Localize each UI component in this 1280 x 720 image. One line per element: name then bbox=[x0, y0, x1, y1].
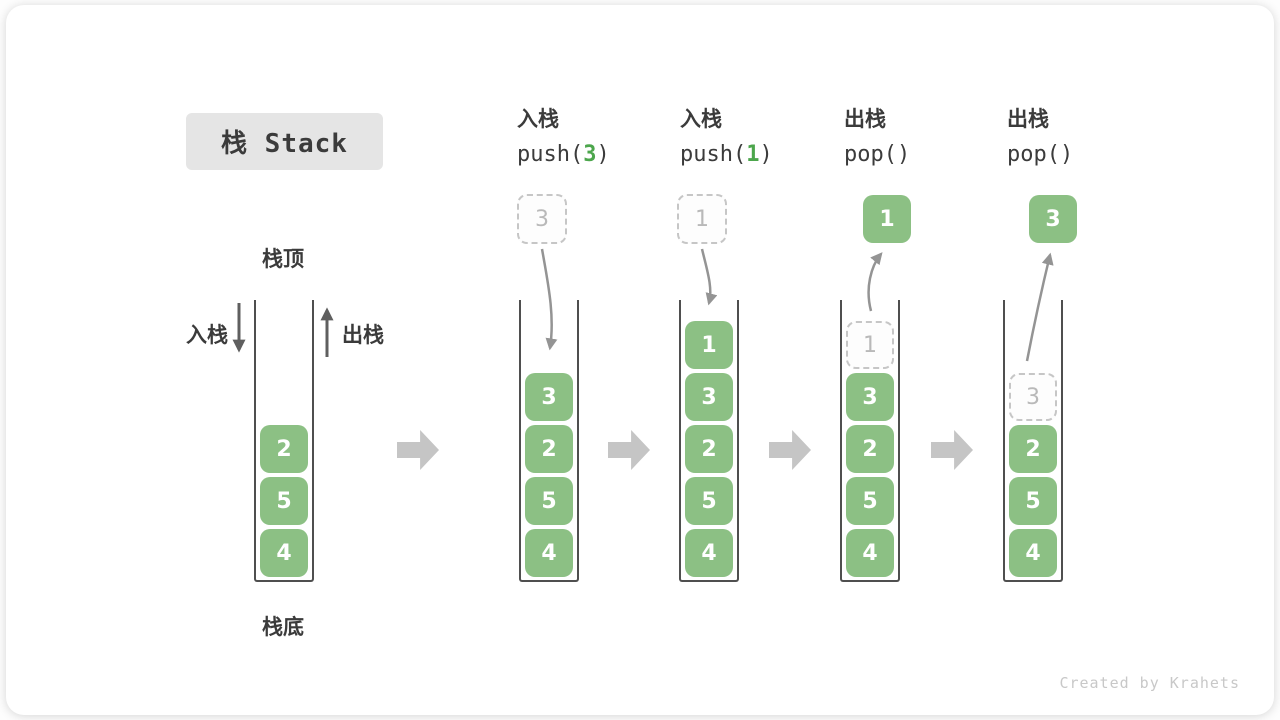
code-post: ) bbox=[596, 142, 610, 167]
op-label-push-3: 入栈 push(3) bbox=[517, 106, 677, 169]
push-direction-label: 入栈 bbox=[186, 323, 228, 347]
stack-element: 4 bbox=[685, 529, 733, 577]
stack-element: 3 bbox=[846, 373, 894, 421]
op-zh-label: 出栈 bbox=[844, 107, 886, 131]
stack-element: 2 bbox=[685, 425, 733, 473]
stack-element: 5 bbox=[525, 477, 573, 525]
popped-element-box: 1 bbox=[863, 195, 911, 243]
stack-element: 4 bbox=[525, 529, 573, 577]
stack-element: 2 bbox=[846, 425, 894, 473]
stack-element: 1 bbox=[685, 321, 733, 369]
stack-element: 2 bbox=[1009, 425, 1057, 473]
diagram-title-text: 栈 Stack bbox=[221, 129, 348, 159]
stack-element: 4 bbox=[1009, 529, 1057, 577]
stack-element: 4 bbox=[260, 529, 308, 577]
op-code-label: pop() bbox=[1007, 141, 1167, 169]
code-post: ) bbox=[759, 142, 773, 167]
stack-element: 5 bbox=[260, 477, 308, 525]
stack-top-label: 栈顶 bbox=[262, 247, 304, 271]
op-zh-label: 入栈 bbox=[680, 107, 722, 131]
stack-element: 5 bbox=[685, 477, 733, 525]
code-post: ) bbox=[896, 142, 911, 167]
incoming-element-box: 3 bbox=[517, 194, 567, 244]
popped-element-ghost: 1 bbox=[846, 321, 894, 369]
stack-bottom-label: 栈底 bbox=[262, 615, 304, 639]
popped-element-box: 3 bbox=[1029, 195, 1077, 243]
incoming-element-box: 1 bbox=[677, 194, 727, 244]
code-arg: 3 bbox=[583, 142, 597, 167]
stack-element: 5 bbox=[1009, 477, 1057, 525]
stack-element: 2 bbox=[260, 425, 308, 473]
code-pre: push( bbox=[680, 142, 747, 167]
op-code-label: push(3) bbox=[517, 141, 677, 169]
op-zh-label: 出栈 bbox=[1007, 107, 1049, 131]
op-zh-label: 入栈 bbox=[517, 107, 559, 131]
pop-direction-label: 出栈 bbox=[342, 323, 384, 347]
code-post: ) bbox=[1059, 142, 1074, 167]
op-code-label: push(1) bbox=[680, 141, 840, 169]
code-arg: 1 bbox=[746, 142, 760, 167]
stack-element: 5 bbox=[846, 477, 894, 525]
stack-element: 3 bbox=[525, 373, 573, 421]
op-label-pop-3: 出栈 pop() bbox=[1007, 106, 1167, 169]
popped-element-ghost: 3 bbox=[1009, 373, 1057, 421]
stack-element: 3 bbox=[685, 373, 733, 421]
diagram-title: 栈 Stack bbox=[186, 113, 383, 170]
code-pre: pop( bbox=[844, 142, 897, 167]
code-pre: pop( bbox=[1007, 142, 1060, 167]
watermark: Created by Krahets bbox=[1059, 674, 1240, 692]
stack-element: 2 bbox=[525, 425, 573, 473]
op-label-push-1: 入栈 push(1) bbox=[680, 106, 840, 169]
op-label-pop-1: 出栈 pop() bbox=[844, 106, 1004, 169]
code-pre: push( bbox=[517, 142, 584, 167]
stack-element: 4 bbox=[846, 529, 894, 577]
op-code-label: pop() bbox=[844, 141, 1004, 169]
